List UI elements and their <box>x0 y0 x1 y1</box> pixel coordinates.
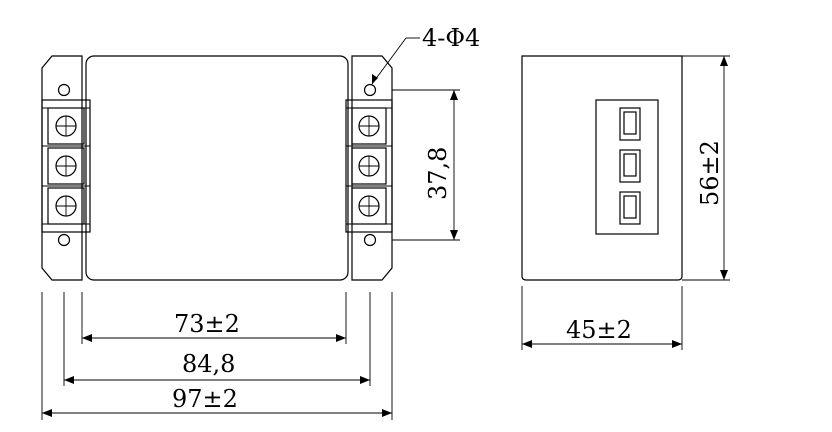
terminal-screw-icon <box>358 195 380 217</box>
mount-hole-top-left <box>57 83 71 97</box>
dimension-lines-bottom: 73±2 84,8 97±2 <box>41 292 393 420</box>
hole-callout: 4-Φ4 <box>371 24 480 85</box>
dimension-overall-width-label: 97±2 <box>172 385 238 413</box>
terminal-screw-icon <box>55 195 77 217</box>
dimension-body-width-label: 73±2 <box>174 310 240 338</box>
terminal-block-left <box>41 99 91 233</box>
dimension-side-height: 56±2 <box>682 55 730 281</box>
mounting-flange <box>41 55 83 281</box>
mount-hole-top-right <box>363 83 377 97</box>
dimension-side-depth: 45±2 <box>521 286 683 350</box>
terminal-screw-icon <box>55 155 77 177</box>
mounting-flange-right <box>351 55 393 281</box>
mount-hole-bottom-right <box>363 233 377 247</box>
filter-body <box>85 55 349 281</box>
front-view: 4-Φ4 37,8 73±2 <box>41 24 480 420</box>
side-body <box>521 55 683 281</box>
side-terminal-slots <box>619 107 641 225</box>
terminal-screw-icon <box>358 115 380 137</box>
mount-hole-bottom-left <box>57 233 71 247</box>
dimension-terminal-pitch: 37,8 <box>392 89 460 241</box>
dimension-hole-spacing-label: 84,8 <box>182 350 235 378</box>
dimension-side-height-label: 56±2 <box>696 140 724 206</box>
terminal-screw-icon <box>55 115 77 137</box>
side-view: 56±2 45±2 <box>521 55 730 350</box>
dimension-side-depth-label: 45±2 <box>566 316 632 344</box>
hole-callout-label: 4-Φ4 <box>422 24 480 52</box>
terminal-screw-icon <box>358 155 380 177</box>
side-terminal-block <box>595 99 659 235</box>
dimension-terminal-pitch-label: 37,8 <box>424 147 452 200</box>
terminal-block-right <box>345 99 393 233</box>
